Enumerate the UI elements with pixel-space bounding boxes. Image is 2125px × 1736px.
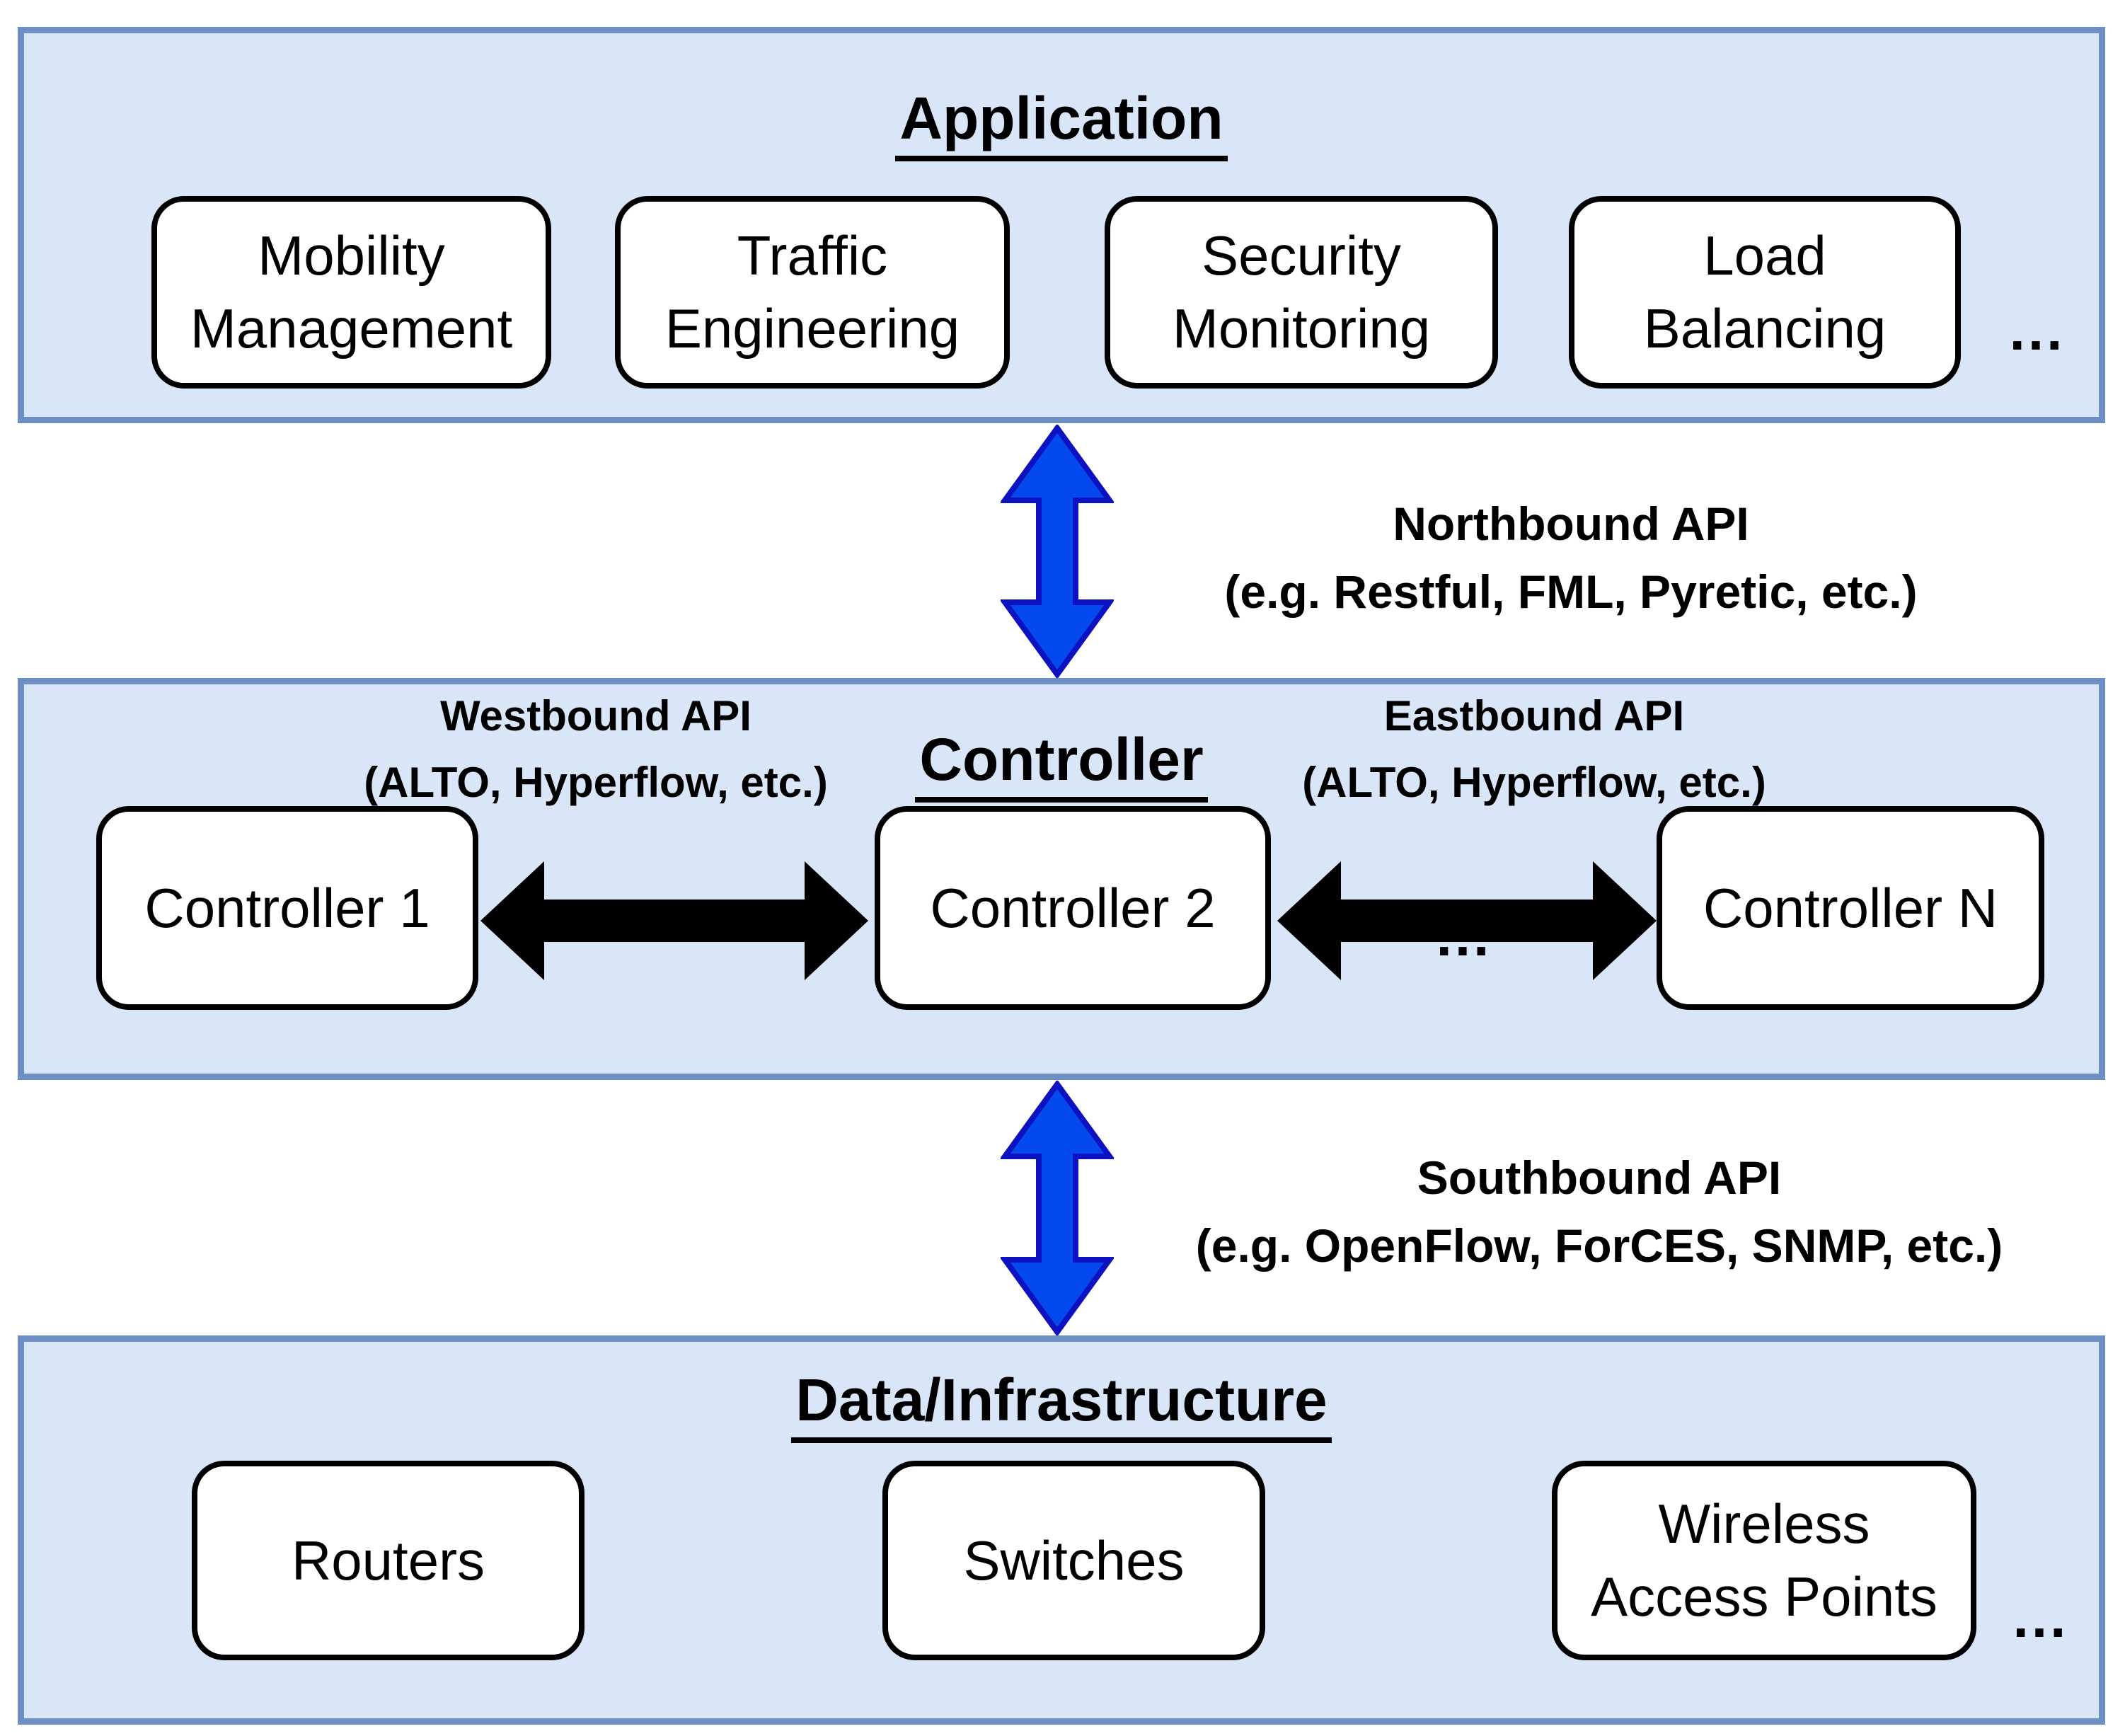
southbound-api-line2: (e.g. OpenFlow, ForCES, SNMP, etc.) — [1195, 1219, 2003, 1272]
data-layer-title-text: Data/Infrastructure — [791, 1366, 1332, 1443]
app-box-traffic-engineering: Traffic Engineering — [615, 196, 1010, 389]
inter-controller-double-arrow-2-icon — [1277, 861, 1657, 980]
app-box-load-balancing: Load Balancing — [1569, 196, 1961, 389]
eastbound-api-line2: (ALTO, Hyperflow, etc.) — [1302, 759, 1766, 806]
data-box-switches: Switches — [882, 1461, 1265, 1660]
southbound-api-label: Southbound API (e.g. OpenFlow, ForCES, S… — [1104, 1144, 2095, 1280]
southbound-api-line1: Southbound API — [1417, 1151, 1782, 1204]
controller-2-box: Controller 2 — [875, 806, 1271, 1010]
data-box-label: Routers — [291, 1529, 485, 1592]
data-infrastructure-layer: Data/Infrastructure Routers Switches Wir… — [18, 1335, 2105, 1725]
northbound-api-label: Northbound API (e.g. Restful, FML, Pyret… — [1146, 490, 1996, 626]
application-layer-title: Application — [24, 84, 2099, 161]
controller-box-label: Controller N — [1703, 876, 1998, 939]
data-box-routers: Routers — [192, 1461, 584, 1660]
westbound-api-line1: Westbound API — [440, 692, 751, 740]
controller-box-label: Controller 1 — [144, 876, 430, 939]
app-box-mobility-management: Mobility Management — [151, 196, 551, 389]
app-box-label: Load Balancing — [1643, 224, 1887, 360]
northbound-api-line2: (e.g. Restful, FML, Pyretic, etc.) — [1224, 565, 1918, 618]
inter-controller-double-arrow-1-icon — [480, 861, 868, 980]
controller-n-box: Controller N — [1657, 806, 2044, 1010]
northbound-double-arrow-icon — [1001, 425, 1114, 678]
app-box-security-monitoring: Security Monitoring — [1105, 196, 1498, 389]
app-box-label: Traffic Engineering — [664, 224, 960, 360]
westbound-api-line2: (ALTO, Hyperflow, etc.) — [364, 759, 828, 806]
application-layer-title-text: Application — [895, 84, 1228, 161]
data-ellipsis: ... — [2012, 1586, 2069, 1649]
data-box-wireless-access-points: Wireless Access Points — [1552, 1461, 1976, 1660]
controller-1-box: Controller 1 — [96, 806, 478, 1010]
controller-layer-title-text: Controller — [915, 725, 1208, 803]
controller-layer: Controller Westbound API (ALTO, Hyperflo… — [18, 678, 2105, 1080]
data-layer-title: Data/Infrastructure — [24, 1366, 2099, 1443]
westbound-api-label: Westbound API (ALTO, Hyperflow, etc.) — [277, 683, 914, 816]
eastbound-api-line1: Eastbound API — [1383, 692, 1685, 740]
controller-layer-title: Controller — [24, 725, 2099, 803]
app-box-label: Security Monitoring — [1172, 224, 1431, 360]
application-ellipsis: ... — [2009, 299, 2066, 362]
data-box-label: Wireless Access Points — [1591, 1493, 1937, 1628]
app-box-label: Mobility Management — [190, 224, 513, 360]
controller-ellipsis: ... — [1436, 904, 1492, 967]
eastbound-api-label: Eastbound API (ALTO, Hyperflow, etc.) — [1216, 683, 1853, 816]
controller-box-label: Controller 2 — [930, 876, 1216, 939]
northbound-api-line1: Northbound API — [1393, 498, 1749, 550]
data-box-label: Switches — [963, 1529, 1185, 1592]
application-layer: Application Mobility Management Traffic … — [18, 27, 2105, 423]
southbound-double-arrow-icon — [1001, 1081, 1114, 1335]
